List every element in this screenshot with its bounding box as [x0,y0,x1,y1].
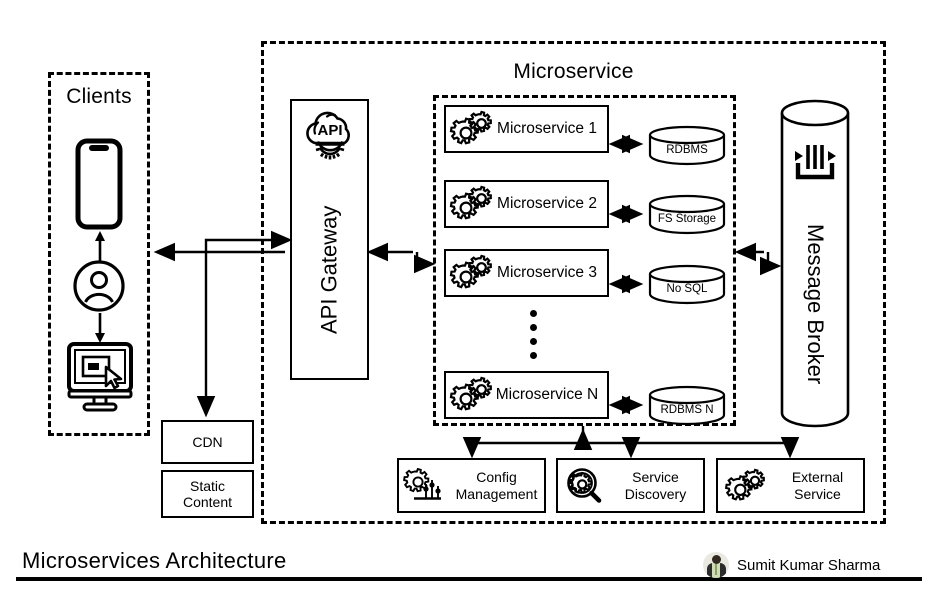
database-fs-storage[interactable]: FS Storage [648,194,726,235]
microservice-label-1: Microservice 1 [497,120,597,137]
gears-icon [449,185,493,223]
arrow-user-to-phone [92,231,108,261]
external-service-box[interactable]: External Service [716,458,865,513]
external-service-label-line1: External [791,468,844,485]
database-rdbms-n[interactable]: RDBMS N [648,385,726,426]
config-management-box[interactable]: Config Management [397,458,546,513]
database-rdbms-label: RDBMS [666,144,708,156]
static-content-label-line1: Static [189,477,225,494]
desktop-monitor-icon [66,342,134,412]
arrow-user-to-monitor [92,313,108,343]
clients-group-title: Clients [66,85,132,108]
database-no-sql-label: No SQL [666,283,708,295]
microservice-label-2: Microservice 2 [497,195,597,212]
microservice-label-3: Microservice 3 [497,264,597,281]
gears-icon [449,254,493,292]
external-service-label-line2: Service [794,485,841,502]
message-broker[interactable]: Message Broker [779,99,851,428]
microservice-box-1[interactable]: Microservice 1 [444,105,609,153]
smartphone-icon [74,138,124,230]
cdn-box[interactable]: CDN [161,420,254,464]
static-content-label-line2: Content [182,494,233,510]
service-discovery-box[interactable]: Service Discovery [556,458,705,513]
microservice-label-n: Microservice N [495,386,599,403]
service-discovery-label-line1: Service [632,468,679,485]
clients-group: Clients [48,72,150,436]
service-discovery-label-line2: Discovery [624,485,687,502]
database-rdbms-n-label: RDBMS N [660,404,714,416]
message-queue-icon [792,143,838,189]
database-no-sql[interactable]: No SQL [648,264,726,305]
microservice-box-2[interactable]: Microservice 2 [444,180,609,228]
author-credit: Sumit Kumar Sharma [703,552,880,578]
api-gateway-label: API Gateway [316,205,342,334]
author-name: Sumit Kumar Sharma [737,556,881,574]
gears-icon [449,110,493,148]
config-management-label-line2: Management [455,485,538,502]
page-title: Microservices Architecture [22,548,287,573]
static-content-box[interactable]: Static Content [161,470,254,518]
database-rdbms[interactable]: RDBMS [648,125,726,166]
message-broker-label: Message Broker [803,223,828,385]
magnifier-gear-icon [566,467,602,504]
api-gateway-box[interactable]: API API Gateway [290,99,369,380]
svg-text:API: API [317,122,342,139]
microservice-box-n[interactable]: Microservice N [444,371,609,419]
microservice-group-title: Microservice [513,60,634,83]
gears-icon [724,468,766,504]
gear-sliders-icon [403,467,443,504]
user-icon [72,259,126,313]
microservice-box-3[interactable]: Microservice 3 [444,249,609,297]
config-management-label-line1: Config [476,468,517,485]
avatar [703,552,729,578]
microservice-ellipsis [528,310,538,359]
microservice-group: Microservice [261,41,886,524]
cdn-label: CDN [192,433,223,450]
footer-divider [16,577,922,581]
gears-icon [449,376,493,414]
database-fs-storage-label: FS Storage [657,213,717,225]
api-cloud-gear-icon: API [301,109,359,163]
